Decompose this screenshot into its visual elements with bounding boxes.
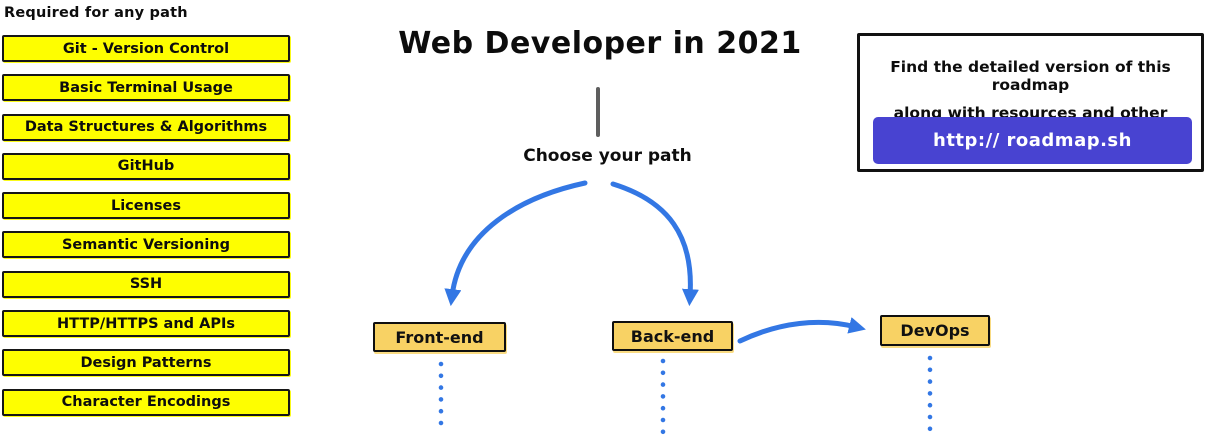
sidebar-item-ssh[interactable]: SSH xyxy=(2,270,290,298)
path-box-back-end[interactable]: Back-end xyxy=(612,321,733,351)
required-path-heading: Required for any path xyxy=(4,5,188,21)
devops-arrow xyxy=(737,317,866,344)
sidebar-item-http[interactable]: HTTP/HTTPS and APIs xyxy=(2,310,290,338)
sidebar-item-licenses[interactable]: Licenses xyxy=(2,192,290,220)
choose-path-label: Choose your path xyxy=(523,146,692,166)
sidebar-item-github[interactable]: GitHub xyxy=(2,152,290,180)
sidebar-item-design-patterns[interactable]: Design Patterns xyxy=(2,349,290,377)
roadmap-info-box: Find the detailed version of this roadma… xyxy=(857,33,1204,172)
sidebar-item-semver[interactable]: Semantic Versioning xyxy=(2,231,290,259)
required-path-list: Git - Version Control Basic Terminal Usa… xyxy=(2,35,290,416)
page-title: Web Developer in 2021 xyxy=(398,26,802,61)
front-end-arrow xyxy=(444,180,588,307)
roadmap-link-button[interactable]: http:// roadmap.sh xyxy=(873,117,1192,164)
sidebar-item-dsa[interactable]: Data Structures & Algorithms xyxy=(2,113,290,141)
info-text-line1: Find the detailed version of this roadma… xyxy=(890,58,1171,94)
title-connector-line xyxy=(596,87,600,137)
sidebar-item-terminal[interactable]: Basic Terminal Usage xyxy=(2,74,290,102)
sidebar-item-encodings[interactable]: Character Encodings xyxy=(2,388,290,416)
path-box-devops[interactable]: DevOps xyxy=(880,315,990,346)
back-end-arrow xyxy=(610,181,699,307)
sidebar-item-git[interactable]: Git - Version Control xyxy=(2,35,290,62)
path-box-front-end[interactable]: Front-end xyxy=(373,322,506,352)
